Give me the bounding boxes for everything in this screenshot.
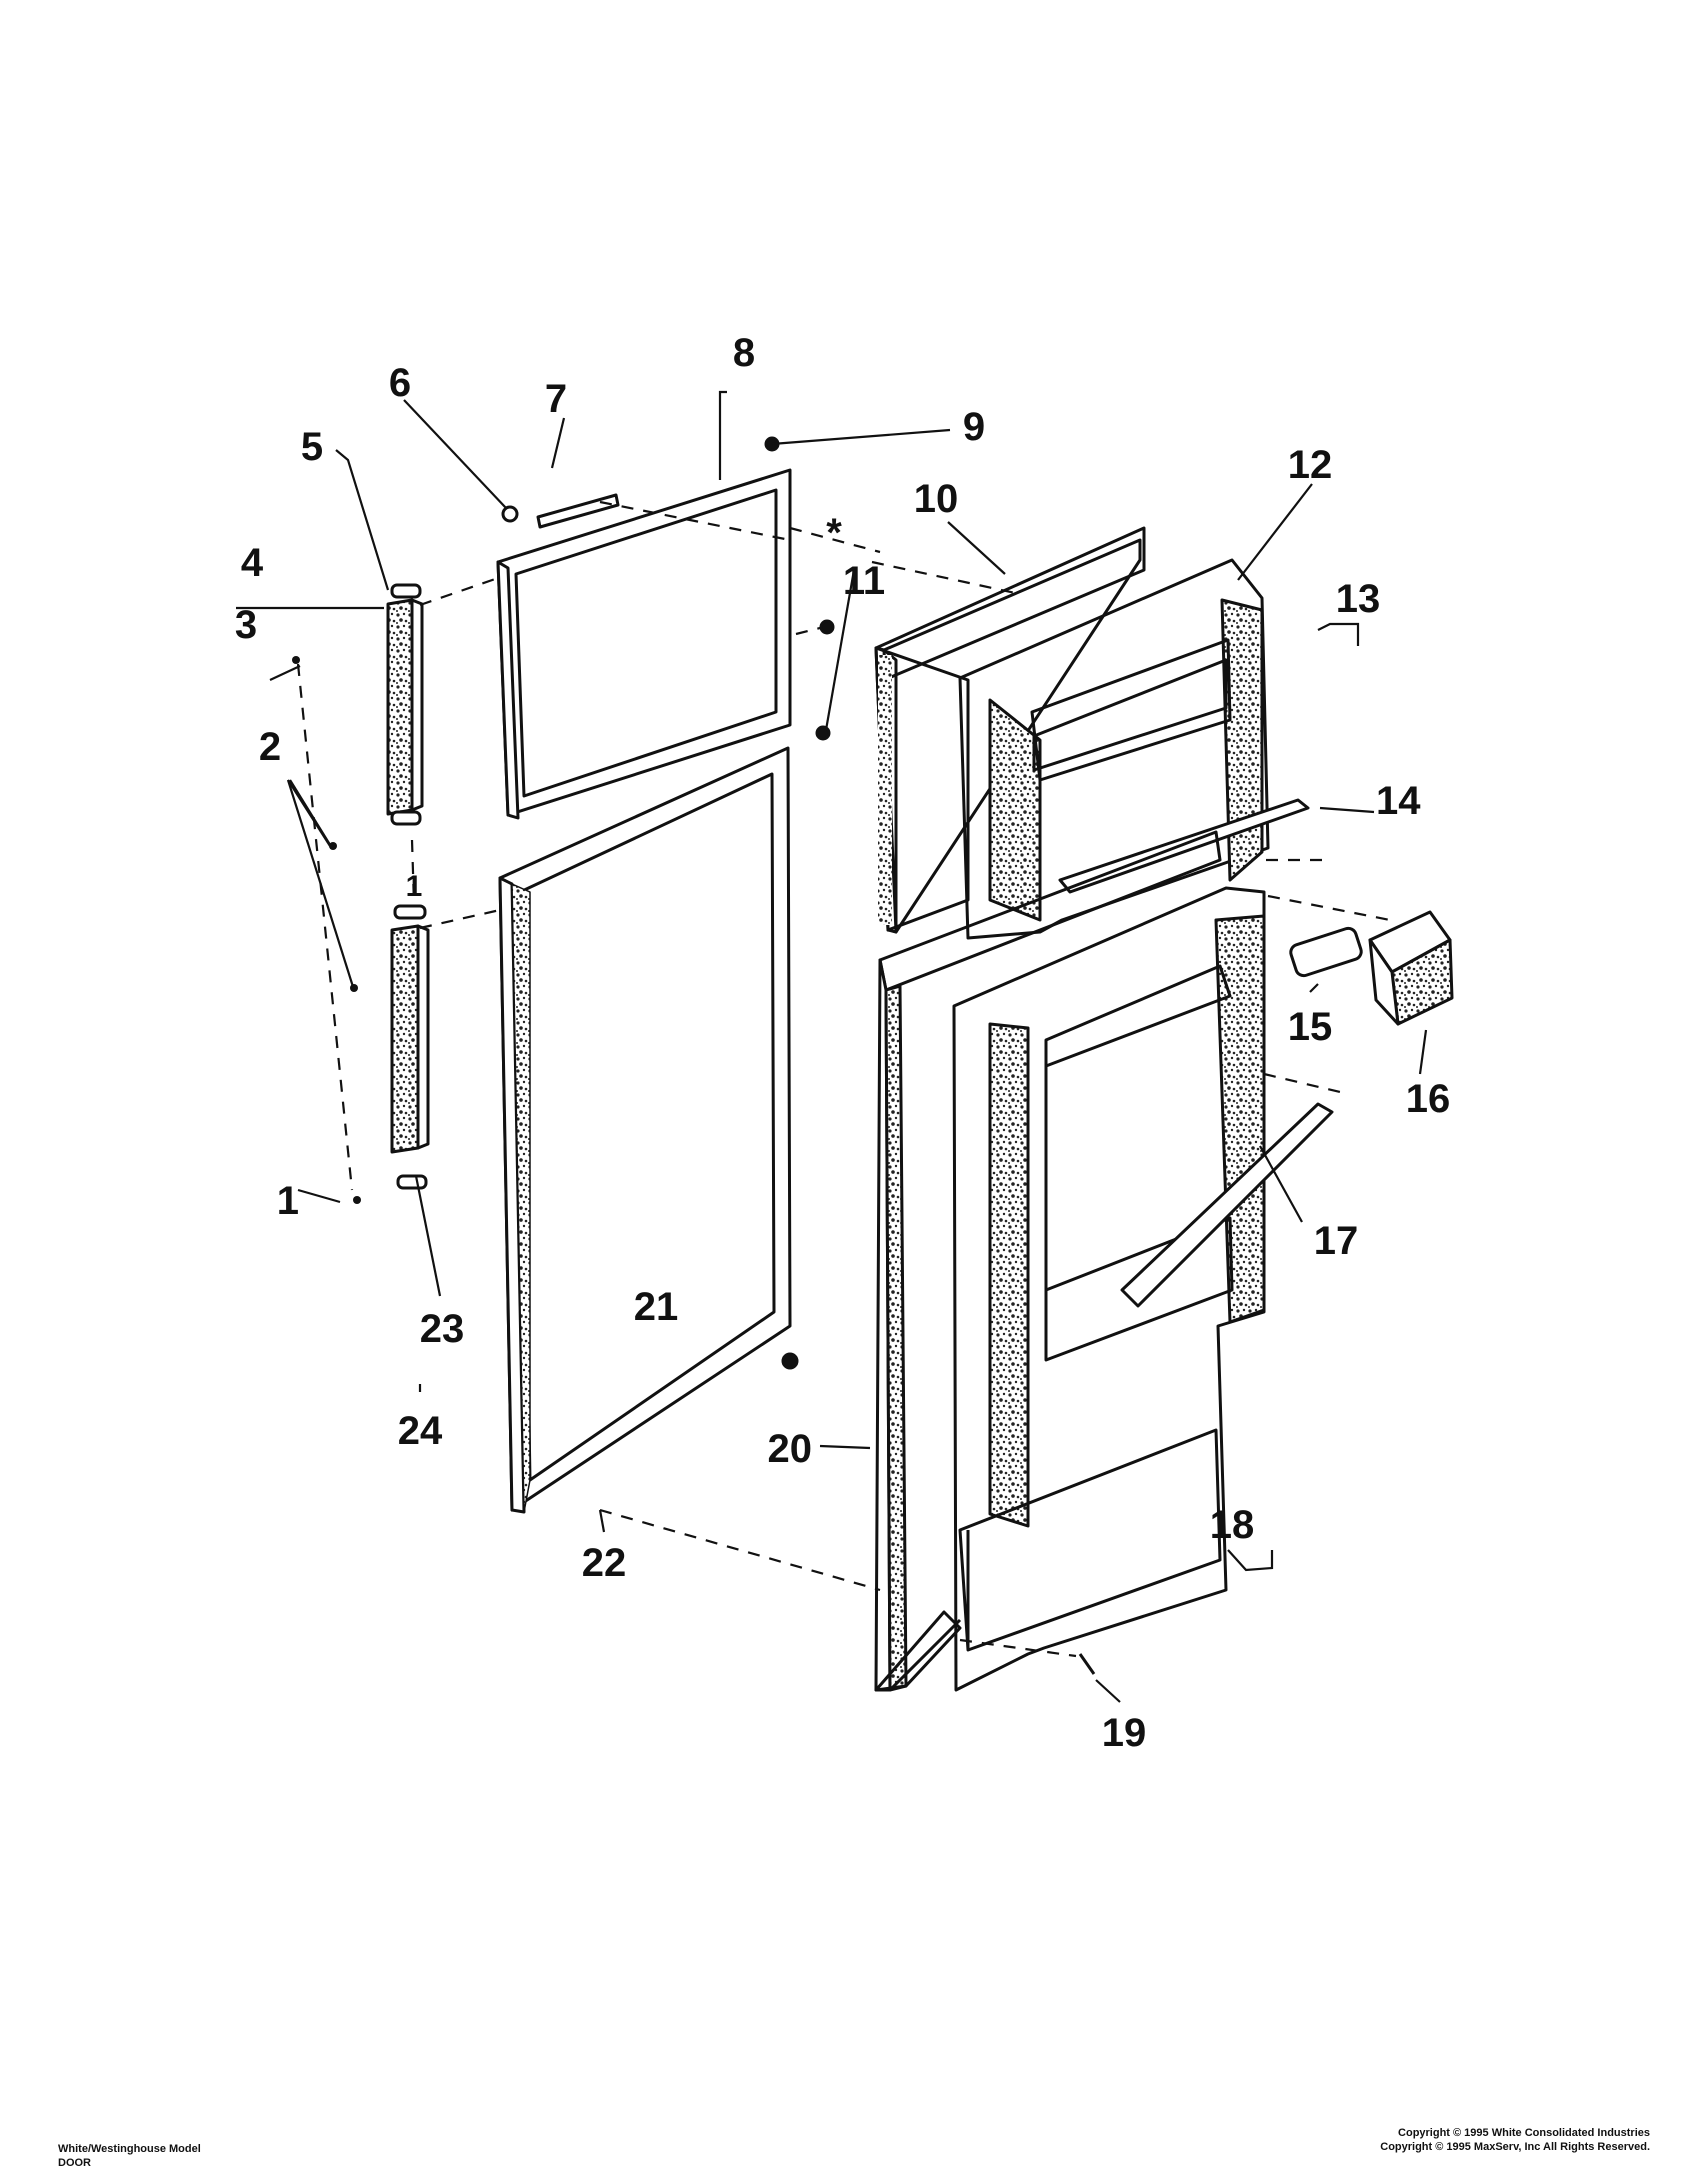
- callout-20: 20: [768, 1427, 813, 1471]
- callout-23: 23: [420, 1307, 465, 1351]
- callout-19: 19: [1102, 1711, 1147, 1755]
- callout-6: 6: [389, 361, 411, 405]
- callout-5: 5: [301, 425, 323, 469]
- fresh-food-door-gasket-frame: [498, 746, 792, 1514]
- callout-12: 12: [1288, 443, 1333, 487]
- plug-11a: [819, 619, 835, 635]
- screw-6: [501, 505, 519, 523]
- callout-11: 11: [843, 559, 885, 603]
- callout-3: 3: [235, 603, 257, 647]
- callout-16: 16: [1406, 1077, 1451, 1121]
- callout-21: 21: [634, 1285, 679, 1329]
- plug-21: [781, 1352, 799, 1370]
- freezer-door-liner: [958, 558, 1270, 940]
- callout-9: 9: [963, 405, 985, 449]
- leader-lines: [296, 500, 1391, 1658]
- callout-asterisk: *: [826, 511, 842, 555]
- upper-hinge-strip: [386, 583, 424, 826]
- callout-13: 13: [1336, 577, 1381, 621]
- callout-24: 24: [398, 1409, 443, 1453]
- callout-7: 7: [545, 377, 567, 421]
- callout-8: 8: [733, 331, 755, 375]
- footer-model: White/Westinghouse Model DOOR: [58, 2142, 201, 2170]
- fresh-food-door-outer-panel: [874, 830, 1222, 1692]
- footer-copyright: Copyright © 1995 White Consolidated Indu…: [1380, 2126, 1650, 2154]
- fresh-food-shelf-bar: [1120, 1102, 1334, 1308]
- fresh-food-door-liner: [952, 886, 1266, 1692]
- hinge-screws: [292, 656, 361, 1204]
- freezer-door-trim-bar: [536, 493, 620, 529]
- callout-4: 4: [241, 541, 264, 585]
- footer-section: DOOR: [58, 2157, 91, 2169]
- callout-2: 2: [259, 725, 281, 769]
- callout-18: 18: [1210, 1503, 1255, 1547]
- screw-19: [1078, 1653, 1096, 1675]
- callout-10: 10: [914, 477, 959, 521]
- callout-17: 17: [1314, 1219, 1359, 1263]
- callout-numbers: 1 2 3 4 5 6 7 8 9 10 11 12 13 14 15 16 1…: [235, 331, 1450, 1755]
- footer-copyright-1: Copyright © 1995 White Consolidated Indu…: [1398, 2127, 1650, 2139]
- callout-14: 14: [1376, 779, 1421, 823]
- callout-22: 22: [582, 1541, 627, 1585]
- footer-model-line: White/Westinghouse Model: [58, 2143, 201, 2155]
- callout-15: 15: [1288, 1005, 1333, 1049]
- butter-compartment-door: [1368, 910, 1454, 1026]
- footer-copyright-2: Copyright © 1995 MaxServ, Inc All Rights…: [1380, 2141, 1650, 2153]
- freezer-door-gasket-frame: [496, 468, 792, 820]
- callout-1: 1: [277, 1179, 299, 1223]
- butter-compartment-tray: [1289, 926, 1363, 978]
- lower-hinge-strip: [390, 904, 430, 1190]
- callout-1-hinge: 1: [406, 870, 423, 903]
- callout-leaders: [236, 390, 1428, 1703]
